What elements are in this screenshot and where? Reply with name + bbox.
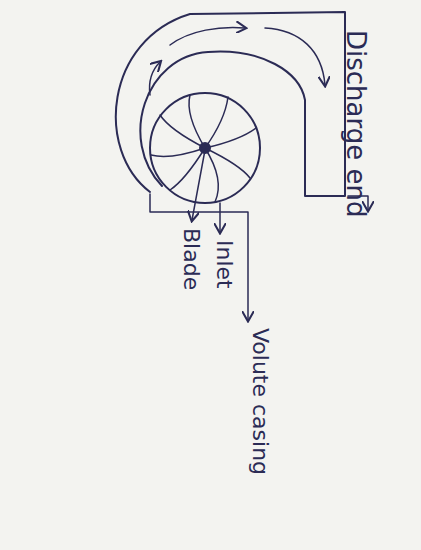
flow-arrow [170, 28, 245, 45]
part-label: Blade [179, 228, 203, 290]
flow-arrow [149, 62, 160, 95]
part-label: Discharge end [341, 30, 370, 217]
part-label: Volute casing [248, 328, 272, 475]
impeller-circle [150, 93, 260, 203]
leader-line [192, 150, 205, 220]
impeller-blades [151, 95, 256, 202]
leader-line [219, 203, 221, 232]
volute-casing-outline [116, 12, 345, 196]
leader-line [150, 194, 248, 320]
part-label: Inlet [212, 240, 236, 289]
flow-arrow [265, 28, 325, 85]
